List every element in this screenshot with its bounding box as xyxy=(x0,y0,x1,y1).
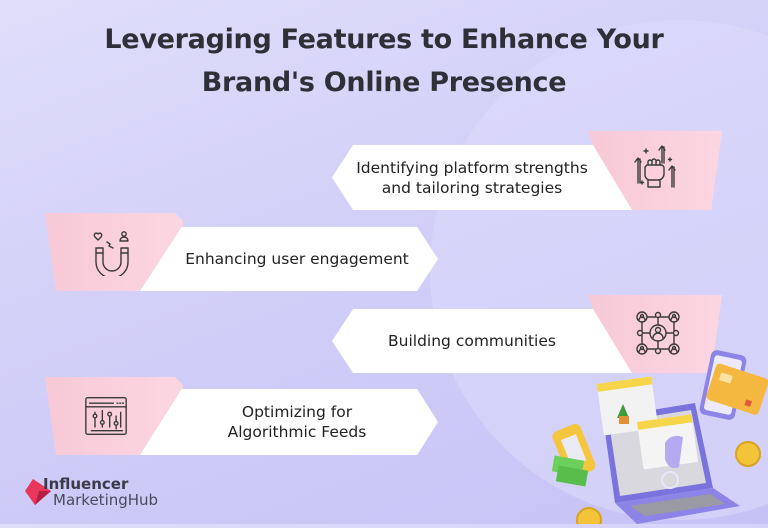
logo-line-2: MarketingHub xyxy=(53,491,159,509)
label-card: Building communities xyxy=(332,309,632,373)
raised-fist-arrows-icon xyxy=(632,143,680,191)
item-label-line-2: Algorithmic Feeds xyxy=(227,423,367,441)
magnet-heart-user-icon xyxy=(88,228,136,279)
item-label-line-1: Enhancing user engagement xyxy=(185,250,409,268)
page-title: Leveraging Features to Enhance Your Bran… xyxy=(0,18,768,104)
label-card: Enhancing user engagement xyxy=(140,227,438,291)
logo-line-1: Influencer xyxy=(43,475,129,493)
laptop-ecommerce-illustration xyxy=(545,348,768,528)
title-line-2: Brand's Online Presence xyxy=(201,67,567,98)
logo-mark-icon xyxy=(25,479,51,505)
label-card: Optimizing for Algorithmic Feeds xyxy=(140,389,438,455)
item-label-line-1: Identifying platform strengths xyxy=(356,158,588,177)
browser-sliders-icon xyxy=(84,394,128,438)
label-card: Identifying platform strengths and tailo… xyxy=(332,145,632,210)
item-label-line-2: and tailoring strategies xyxy=(381,178,563,197)
title-line-1: Leveraging Features to Enhance Your xyxy=(104,24,664,55)
item-label-line-1: Optimizing for xyxy=(241,403,353,421)
item-label-line-1: Building communities xyxy=(388,332,556,350)
network-people-icon xyxy=(634,309,682,357)
